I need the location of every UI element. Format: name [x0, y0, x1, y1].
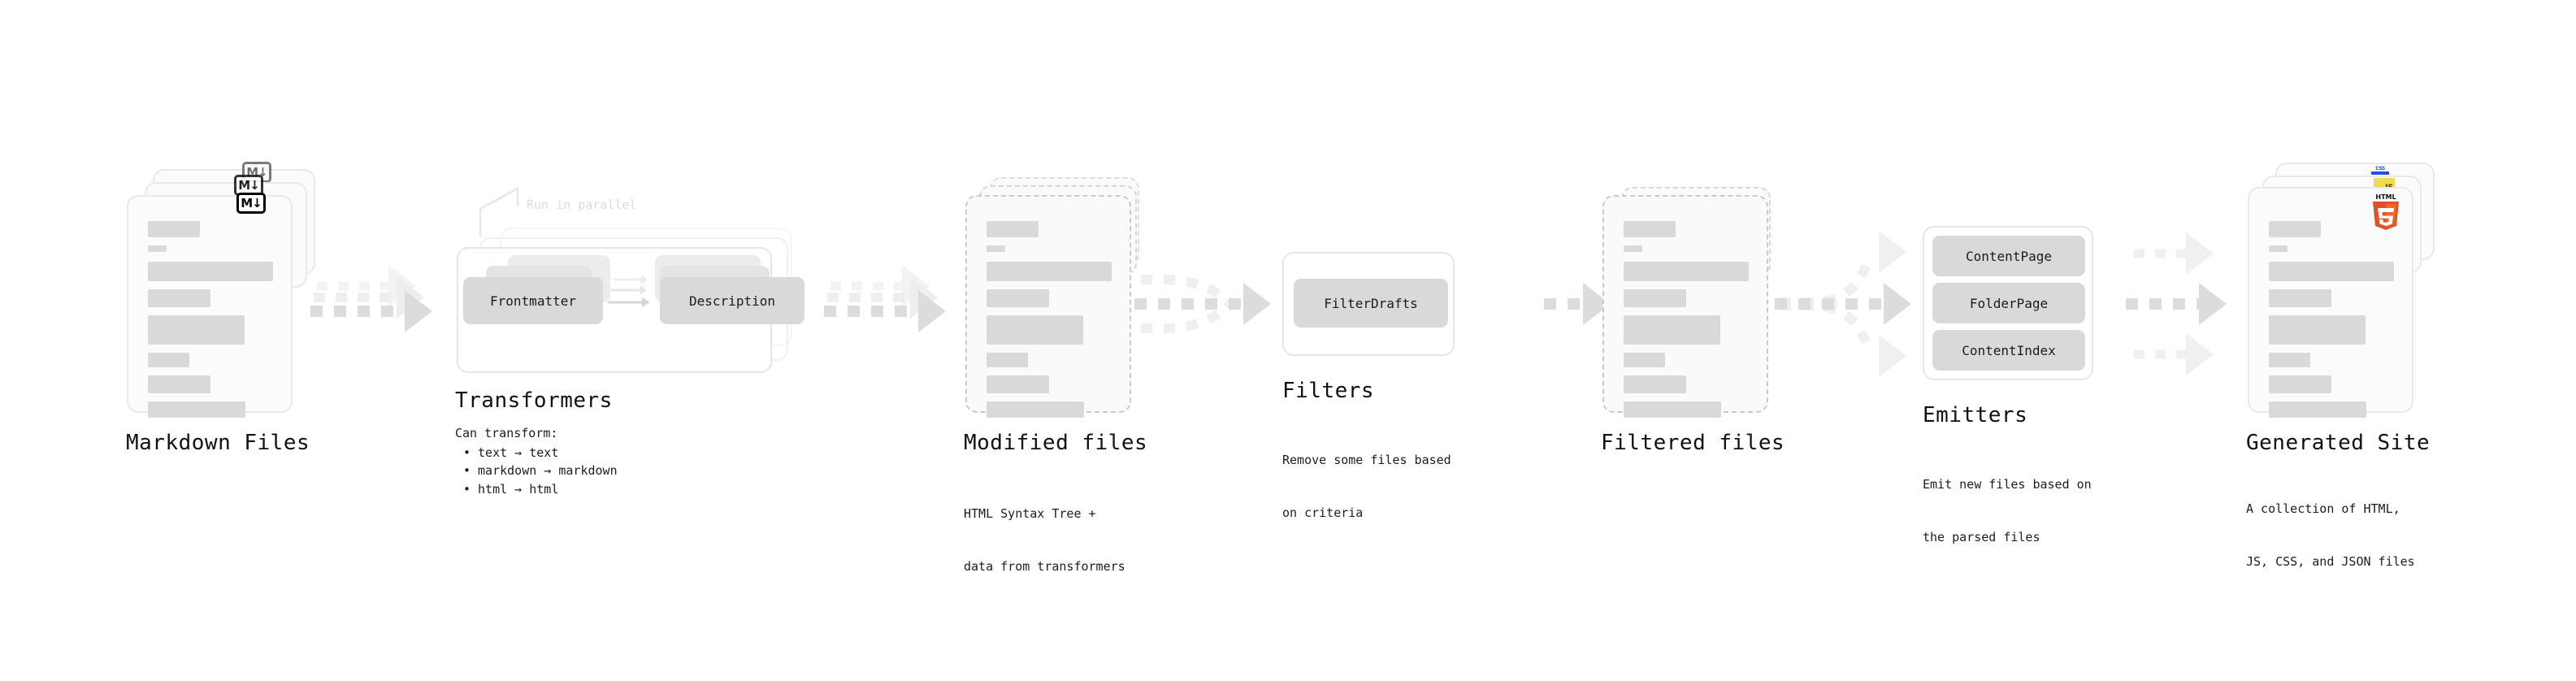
- transform-rule: html → html: [463, 480, 618, 499]
- filtered-card-content: [1624, 221, 1749, 426]
- content-bar: [1624, 262, 1749, 281]
- content-bar: [148, 245, 167, 252]
- content-bar: [148, 289, 210, 307]
- filtered-card-front[interactable]: [1602, 195, 1768, 418]
- content-bar: [2269, 221, 2321, 237]
- content-bar: [2269, 315, 2366, 345]
- transformer-chip-description[interactable]: Description: [660, 277, 804, 324]
- site-card-content: [2269, 221, 2394, 426]
- arrow-emitters-to-site: [2126, 232, 2227, 375]
- caption-line: Remove some files based: [1282, 452, 1451, 467]
- markdown-card-front[interactable]: [127, 195, 293, 418]
- caption-line: Emit new files based on: [1923, 476, 2092, 492]
- content-bar: [1624, 245, 1642, 252]
- content-bar: [148, 262, 273, 281]
- content-bar: [987, 221, 1039, 237]
- modified-files-caption: HTML Syntax Tree + data from transformer…: [964, 470, 1125, 611]
- caption-line: the parsed files: [1923, 529, 2040, 544]
- site-card-front[interactable]: [2248, 187, 2413, 418]
- content-bar: [987, 315, 1083, 345]
- content-bar: [1624, 289, 1686, 307]
- content-bar: [987, 289, 1049, 307]
- caption-line: on criteria: [1282, 505, 1364, 520]
- content-bar: [987, 375, 1049, 393]
- modified-files-title: Modified files: [964, 431, 1148, 455]
- content-bar: [2269, 289, 2331, 307]
- transform-rule: text → text: [463, 444, 618, 462]
- caption-line: HTML Syntax Tree +: [964, 505, 1096, 521]
- content-bar: [148, 353, 189, 367]
- generated-site-caption: A collection of HTML, JS, CSS, and JSON …: [2246, 465, 2415, 606]
- caption-line: A collection of HTML,: [2246, 501, 2400, 516]
- filter-chip-filterdrafts[interactable]: FilterDrafts: [1294, 279, 1448, 327]
- emitters-caption: Emit new files based on the parsed files: [1923, 440, 2092, 582]
- content-bar: [148, 401, 246, 418]
- css-icon: CSS: [2371, 165, 2389, 175]
- generated-site-title: Generated Site: [2246, 431, 2431, 455]
- content-bar: [1624, 353, 1665, 367]
- filtered-files-title: Filtered files: [1601, 431, 1785, 455]
- arrow-filtered-to-emitters: [1775, 231, 1911, 377]
- filters-caption: Remove some files based on criteria: [1282, 416, 1451, 557]
- content-bar: [987, 245, 1005, 252]
- content-bar: [1624, 221, 1676, 237]
- transform-rule: markdown → markdown: [463, 462, 618, 480]
- content-bar: [987, 401, 1085, 418]
- content-bar: [2269, 375, 2331, 393]
- transformers-bullets: Can transform: text → text markdown → ma…: [455, 424, 618, 498]
- html5-icon: HTML: [2370, 193, 2402, 231]
- content-bar: [2269, 401, 2367, 418]
- modified-card-front[interactable]: [965, 195, 1131, 418]
- arrow-markdown-to-transformers: [310, 265, 432, 332]
- run-in-parallel-label: Run in parallel: [527, 197, 637, 212]
- transformers-title: Transformers: [455, 388, 613, 413]
- content-bar: [1624, 375, 1686, 393]
- html5-wordmark: HTML: [2375, 193, 2396, 201]
- content-bar: [148, 375, 210, 393]
- modified-card-content: [987, 221, 1112, 426]
- content-bar: [148, 315, 245, 345]
- transformers-bullets-heading: Can transform:: [455, 426, 558, 440]
- arrow-filters-to-filtered: [1544, 283, 1611, 325]
- emitter-chip-folderpage[interactable]: FolderPage: [1932, 283, 2085, 323]
- content-bar: [2269, 353, 2310, 367]
- arrow-modified-to-filters: [1134, 275, 1271, 333]
- content-bar: [987, 262, 1112, 281]
- arrow-transformers-to-modified: [824, 265, 946, 332]
- caption-line: JS, CSS, and JSON files: [2246, 553, 2415, 569]
- content-bar: [2269, 245, 2288, 252]
- transformer-chip-frontmatter[interactable]: Frontmatter: [463, 277, 603, 324]
- content-bar: [987, 353, 1028, 367]
- markdown-card-content: [148, 221, 273, 426]
- caption-line: data from transformers: [964, 558, 1125, 574]
- content-bar: [1624, 315, 1720, 345]
- emitter-chip-contentpage[interactable]: ContentPage: [1932, 236, 2085, 276]
- content-bar: [2269, 262, 2394, 281]
- emitters-title: Emitters: [1923, 403, 2028, 427]
- content-bar: [1624, 401, 1722, 418]
- markdown-icon: M↓: [236, 193, 266, 214]
- content-bar: [148, 221, 200, 237]
- emitter-chip-contentindex[interactable]: ContentIndex: [1932, 330, 2085, 371]
- filters-title: Filters: [1282, 379, 1375, 403]
- markdown-files-title: Markdown Files: [126, 431, 310, 455]
